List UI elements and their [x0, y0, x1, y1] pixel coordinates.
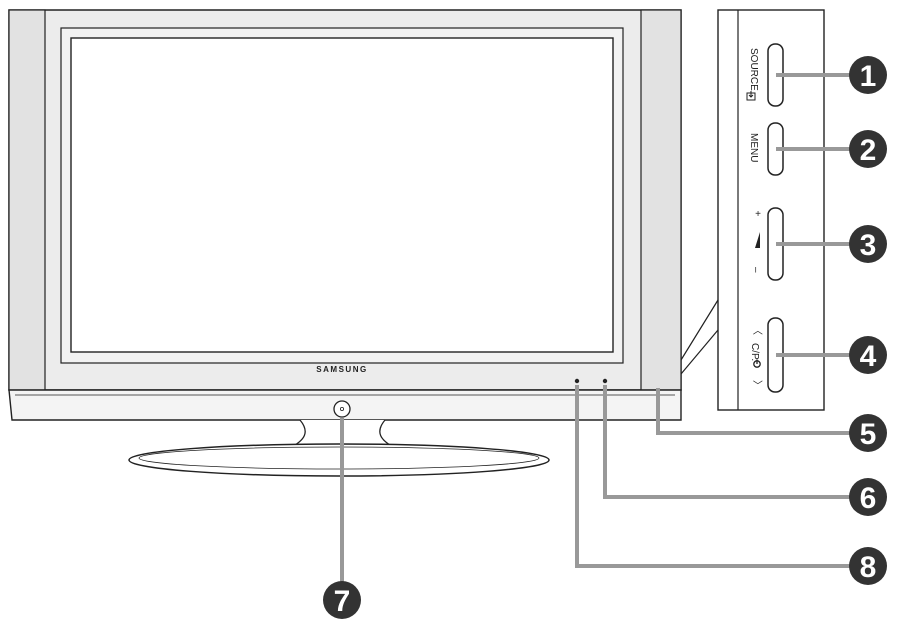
right-side-panel: [640, 9, 682, 391]
callout-2: 2: [849, 130, 887, 168]
source-input-icon: [746, 91, 756, 101]
callout-8: 8: [849, 547, 887, 585]
source-label: SOURCE: [748, 48, 759, 91]
svg-text:5: 5: [860, 418, 877, 451]
svg-text:2: 2: [860, 134, 877, 167]
side-connector-line: [680, 299, 719, 375]
callout-6: 6: [849, 478, 887, 516]
channel-up-label: 〈: [751, 325, 763, 335]
screen: [70, 37, 614, 353]
indicator-dot-8: [574, 378, 580, 384]
callout-5: 5: [849, 414, 887, 452]
svg-text:8: 8: [860, 551, 877, 584]
leader-8: [575, 385, 852, 568]
svg-text:3: 3: [860, 229, 877, 262]
callout-3: 3: [849, 225, 887, 263]
power-button[interactable]: [333, 400, 351, 418]
leader-6: [603, 385, 852, 499]
tv-stand: [128, 419, 550, 477]
left-side-panel: [8, 9, 46, 391]
callout-4: 4: [849, 336, 887, 374]
side-control-panel: SOURCE MENU + – 〈 C/P. 〉: [717, 9, 825, 411]
stand-base: [128, 443, 550, 477]
svg-text:1: 1: [860, 60, 877, 93]
callout-badges: 1 2 3 4 5 6 7 8: [323, 56, 887, 619]
callout-7: 7: [323, 581, 361, 619]
channel-down-label: 〉: [751, 380, 763, 390]
volume-icon: [755, 232, 760, 248]
volume-plus-label: +: [755, 209, 761, 220]
stand-base-inner: [138, 446, 540, 470]
callout-1: 1: [849, 56, 887, 94]
brand-logo: SAMSUNG: [316, 365, 367, 374]
channel-label: C/P.: [749, 343, 760, 361]
svg-text:4: 4: [860, 340, 877, 373]
svg-text:6: 6: [860, 482, 877, 515]
menu-label: MENU: [748, 133, 759, 162]
power-button-dot: [339, 406, 344, 411]
svg-text:7: 7: [334, 585, 351, 618]
leader-5: [656, 388, 852, 435]
volume-minus-label: –: [750, 267, 761, 273]
leader-lines: [340, 73, 852, 586]
tv-body: SAMSUNG: [8, 9, 719, 421]
channel-power-icon: [753, 359, 761, 368]
indicator-dot-6: [602, 378, 608, 384]
